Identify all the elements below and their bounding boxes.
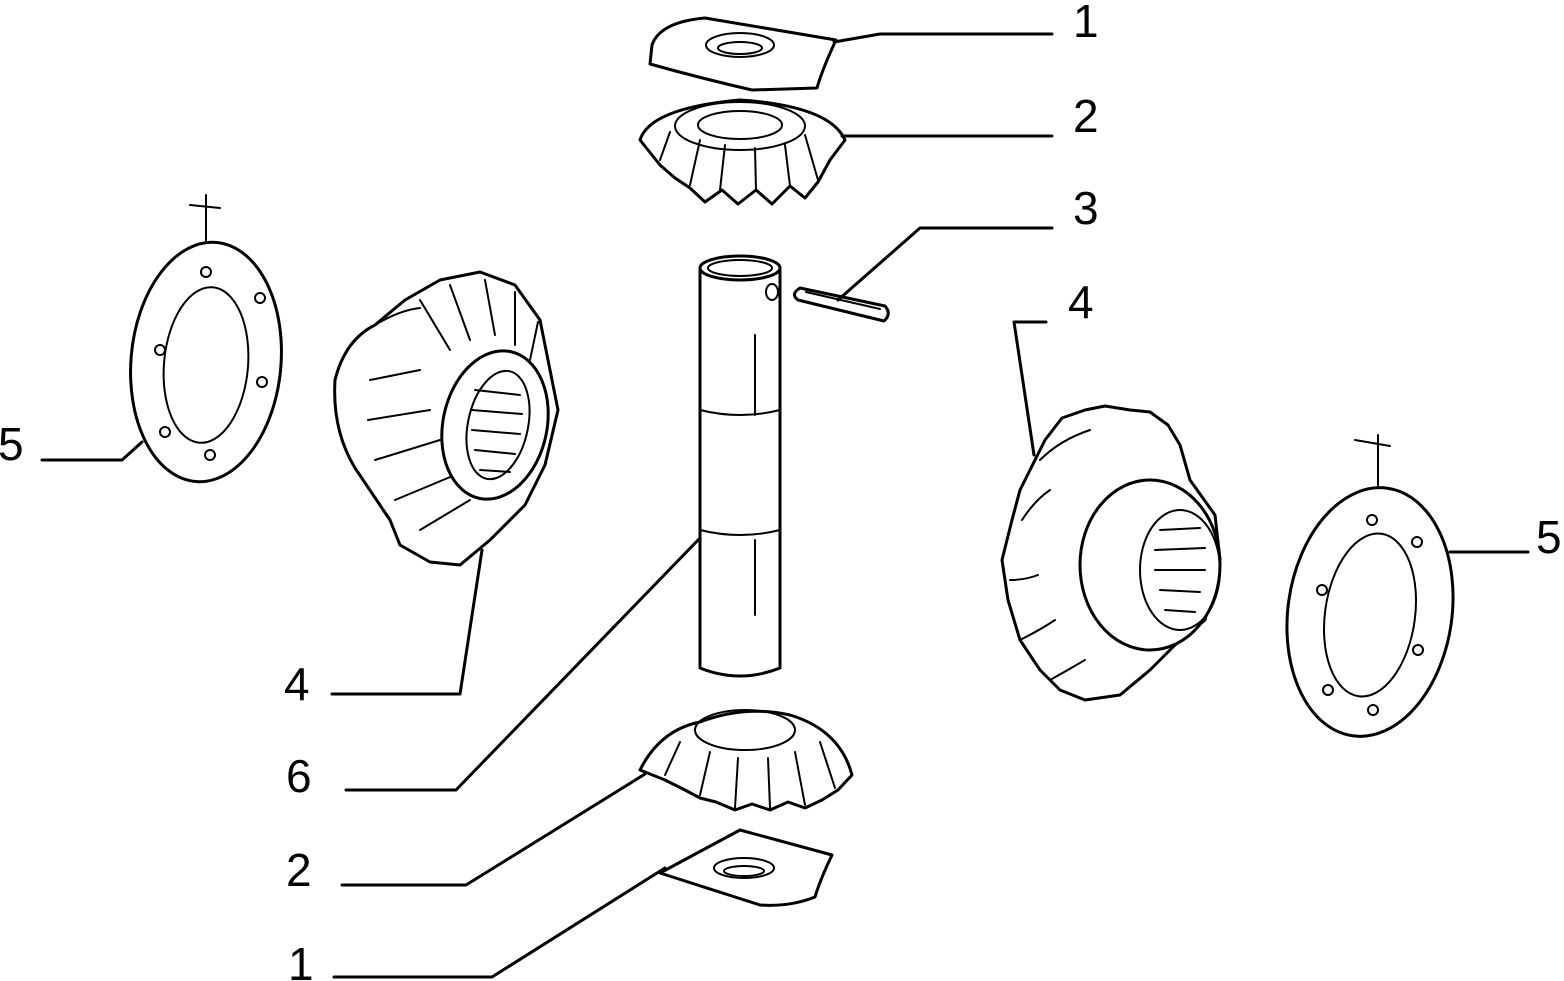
leader-2-bottom [340, 772, 647, 887]
leader-4-left [330, 548, 484, 696]
lock-pin [793, 286, 890, 323]
side-gear-right [1000, 404, 1222, 702]
pinion-shaft [698, 254, 782, 678]
callout-2-top: 2 [1073, 90, 1099, 142]
leader-1-top [832, 32, 1054, 44]
thrust-washer-bottom [658, 828, 834, 907]
callout-5-right: 5 [1536, 511, 1562, 563]
callout-1-bottom: 1 [288, 938, 314, 981]
callout-6: 6 [286, 750, 312, 802]
leader-1-bottom [332, 866, 667, 979]
callout-1-top: 1 [1073, 0, 1099, 47]
leader-lines [40, 32, 1530, 979]
thrust-washer-top [648, 16, 838, 92]
leader-4-right [1012, 320, 1048, 457]
callout-4-right: 4 [1068, 276, 1094, 328]
callout-4-left: 4 [284, 658, 310, 710]
leader-5-left [40, 440, 144, 462]
leader-6 [344, 536, 702, 792]
pinion-gear-top [638, 98, 847, 206]
callout-3: 3 [1073, 182, 1099, 234]
side-gear-left [333, 270, 560, 567]
flange-right [1285, 434, 1455, 738]
leader-3 [836, 226, 1054, 302]
callout-5-left: 5 [0, 418, 24, 470]
callout-2-bottom: 2 [286, 844, 312, 896]
pinion-gear-bottom [638, 709, 854, 812]
flange-left [129, 194, 283, 484]
